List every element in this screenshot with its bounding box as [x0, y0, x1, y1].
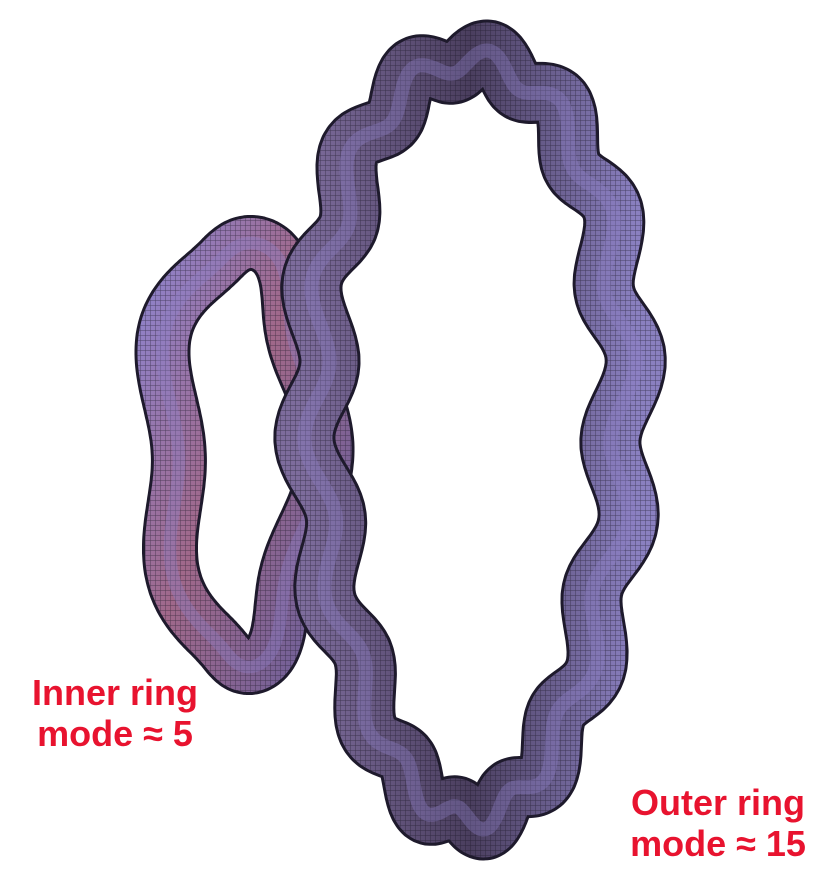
outer-ring-label-line1: Outer ring — [604, 782, 832, 823]
outer-ring-mode-label: mode ≈ 15 — [604, 823, 832, 864]
inner-ring-label: Inner ring mode ≈ 5 — [4, 672, 226, 754]
inner-ring-mode-label: mode ≈ 5 — [4, 713, 226, 754]
outer-ring-label: Outer ring mode ≈ 15 — [604, 782, 832, 864]
inner-ring-label-line1: Inner ring — [4, 672, 226, 713]
